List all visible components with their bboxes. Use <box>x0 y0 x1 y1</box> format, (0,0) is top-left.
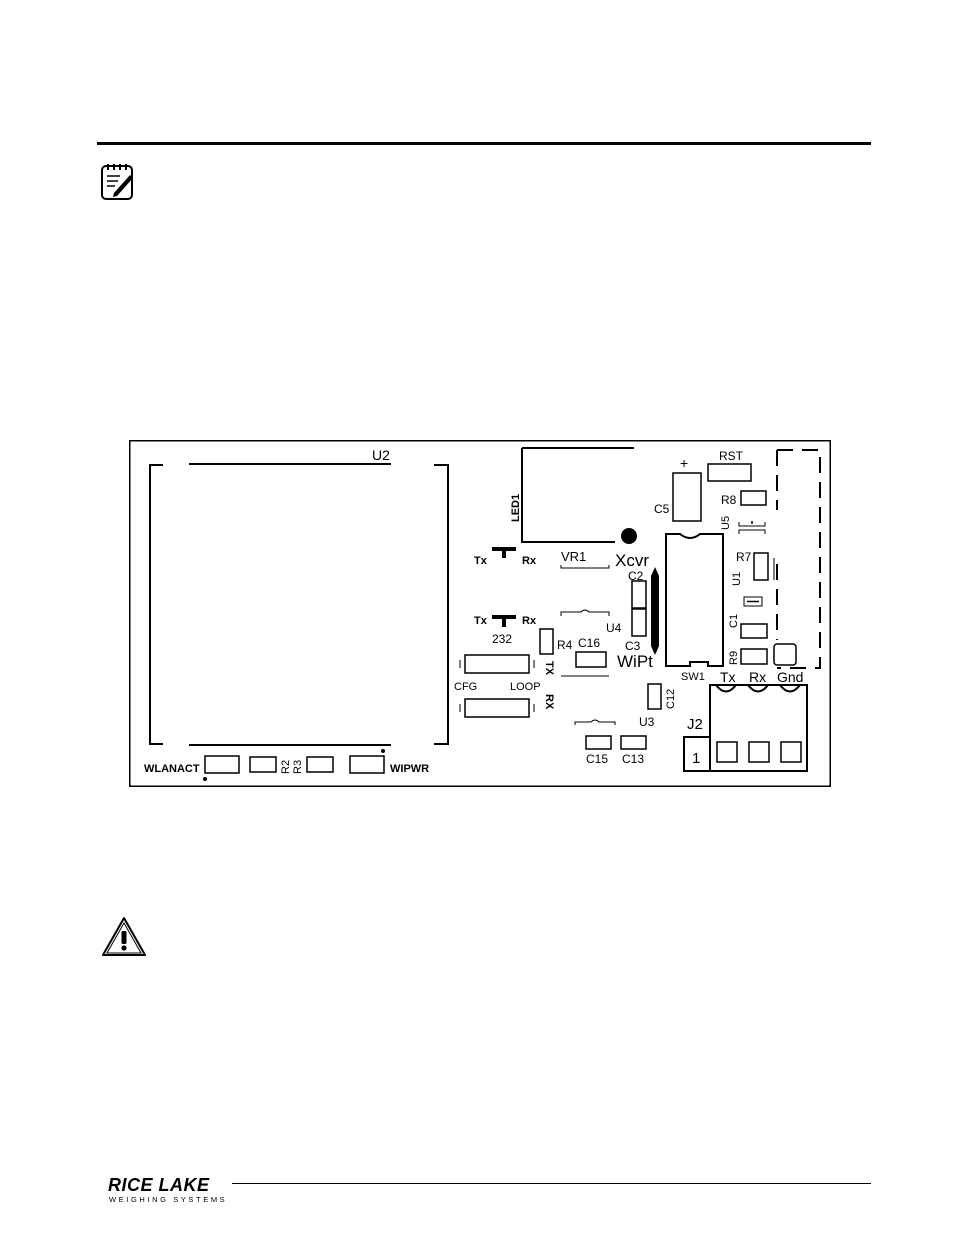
c13-label: C13 <box>622 752 644 766</box>
rst-component <box>708 464 751 481</box>
j2-gnd-label: Gnd <box>777 669 803 685</box>
j2-tx-label: Tx <box>720 669 736 685</box>
c5-component <box>673 473 701 521</box>
footer-rule <box>232 1183 871 1184</box>
r4-label: R4 <box>557 638 573 652</box>
r8-label: R8 <box>721 493 737 507</box>
ic-socket <box>666 534 723 666</box>
cfg-switch-lower <box>460 699 534 717</box>
logo-wordmark: RICE LAKE <box>108 1175 210 1195</box>
j2-rx-label: Rx <box>749 669 766 685</box>
r8-component <box>741 491 766 505</box>
c1-label: C1 <box>728 614 740 628</box>
header-rule <box>97 142 871 145</box>
loop-label: LOOP <box>510 681 541 693</box>
r4-component <box>540 629 553 654</box>
logo-tagline: WEIGHING SYSTEMS <box>109 1195 227 1204</box>
r9-label: R9 <box>728 651 740 665</box>
xcvr-label: Xcvr <box>615 551 649 570</box>
c16-component <box>576 652 606 667</box>
wipwr-label: WIPWR <box>390 763 429 775</box>
c12-label: C12 <box>665 689 677 709</box>
c12-component <box>648 684 661 709</box>
tx-label-lower: Tx <box>474 615 488 627</box>
tx-label-upper: Tx <box>474 555 488 567</box>
u5-label: U5 <box>720 516 732 530</box>
r2-component <box>250 757 276 772</box>
led1-label: LED1 <box>510 494 522 522</box>
sw1-label: SW1 <box>681 671 705 683</box>
c16-label: C16 <box>578 636 600 650</box>
rx-vertical-label: RX <box>543 694 555 710</box>
r3-label: R3 <box>292 760 304 774</box>
rx-label-upper: Rx <box>522 555 537 567</box>
square-pad <box>774 644 796 665</box>
bar-indicator <box>651 567 659 655</box>
label-232: 232 <box>492 632 512 646</box>
j2-pin1-label: 1 <box>692 750 700 767</box>
wipt-label: WiPt <box>617 652 653 671</box>
u4-label: U4 <box>606 621 622 635</box>
c15-component <box>586 736 611 749</box>
r7-component <box>754 553 768 580</box>
c1-component <box>741 624 767 638</box>
wipwr-dot <box>381 749 385 753</box>
c2-component <box>632 581 646 608</box>
rst-label: RST <box>719 449 744 463</box>
note-icon <box>100 163 136 201</box>
tx-vertical-label: TX <box>543 661 555 676</box>
c5-label: C5 <box>654 502 670 516</box>
warning-icon <box>100 915 148 959</box>
u2-label: U2 <box>372 447 390 463</box>
c3-component <box>632 609 646 636</box>
rice-lake-logo: RICE LAKE WEIGHING SYSTEMS <box>108 1175 236 1209</box>
cfg-label: CFG <box>454 681 477 693</box>
j2-label: J2 <box>687 716 703 733</box>
c13-component <box>621 736 646 749</box>
c3-label: C3 <box>625 639 641 653</box>
wlanact-dot <box>203 777 207 781</box>
u3-label: U3 <box>639 715 655 729</box>
cfg-switch-upper <box>460 655 534 673</box>
xcvr-indicator <box>621 528 637 544</box>
c5-plus-label: + <box>680 455 688 471</box>
r9-component <box>741 649 767 664</box>
wipwr-led <box>350 756 384 773</box>
u1-label: U1 <box>731 572 743 586</box>
wlanact-led <box>205 756 239 773</box>
circuit-board-diagram: U2 LED1 Tx Rx Tx Rx 232 VR1 U4 R4 C16 TX… <box>129 440 831 787</box>
r7-label: R7 <box>736 550 752 564</box>
c15-label: C15 <box>586 752 608 766</box>
vr1-label: VR1 <box>561 549 586 564</box>
r3-component <box>307 757 333 772</box>
rx-label-lower: Rx <box>522 615 537 627</box>
wlanact-label: WLANACT <box>144 763 200 775</box>
r2-label: R2 <box>280 760 292 774</box>
